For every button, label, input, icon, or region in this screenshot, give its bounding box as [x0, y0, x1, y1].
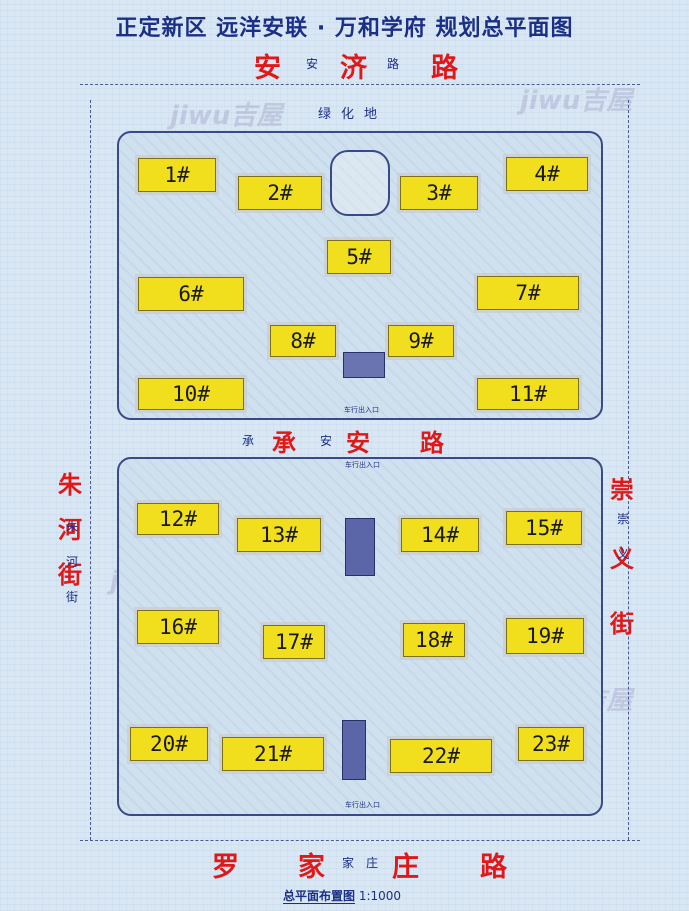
building-8: 8#	[270, 325, 336, 357]
road-luojiazhuang-char-2: 家	[298, 852, 325, 883]
north-block-gatehouse	[343, 352, 385, 378]
building-23: 23#	[518, 727, 584, 761]
road-anji-small-1: 安	[306, 57, 319, 71]
central-plaza	[330, 150, 390, 216]
road-chongyi: 崇 义 街	[610, 470, 634, 639]
page-title: 正定新区 远洋安联 · 万和学府 规划总平面图	[115, 16, 574, 41]
building-3: 3#	[400, 176, 478, 210]
building-10: 10#	[138, 378, 244, 410]
building-22: 22#	[390, 739, 492, 773]
north-block-gate-label: 车行出入口	[344, 406, 379, 414]
road-anji-small-2: 路	[387, 57, 400, 71]
road-chengan-small-1: 承	[242, 434, 255, 448]
building-16: 16#	[137, 610, 219, 644]
road-chongyi-char-2: 义	[610, 545, 634, 573]
building-2: 2#	[238, 176, 322, 210]
road-chongyi-small-1: 崇	[617, 512, 630, 526]
road-luojiazhuang-char-1: 罗	[212, 852, 239, 883]
south-edge-gate-label: 车行出入口	[345, 801, 380, 809]
south-block-clubhouse	[345, 518, 375, 576]
road-edge-line	[90, 100, 91, 840]
road-luojiazhuang-char-3: 庄	[392, 852, 419, 883]
road-chongyi-small-2: 义	[617, 547, 630, 561]
building-9: 9#	[388, 325, 454, 357]
road-zhuhe-small-2: 河	[66, 555, 79, 569]
watermark: jiwu吉屋	[520, 86, 633, 116]
road-edge-line	[80, 840, 640, 841]
road-chengan-char-3: 路	[420, 429, 444, 457]
building-20: 20#	[130, 727, 208, 761]
building-19: 19#	[506, 618, 584, 654]
building-6: 6#	[138, 277, 244, 311]
building-15: 15#	[506, 511, 582, 545]
south-block-gatehouse	[342, 720, 366, 780]
road-chengan-char-2: 安	[346, 429, 370, 457]
road-zhuhe-char-2: 河	[58, 516, 82, 544]
building-13: 13#	[237, 518, 321, 552]
building-4: 4#	[506, 157, 588, 191]
road-chengan-char-1: 承	[272, 429, 296, 457]
road-edge-line	[628, 100, 629, 840]
road-luojiazhuang-small-2: 庄	[366, 856, 379, 870]
road-zhuhe-small-3: 街	[66, 590, 79, 604]
building-14: 14#	[401, 518, 479, 552]
road-luojiazhuang-char-4: 路	[480, 852, 507, 883]
road-zhuhe-small: 朱 河 街	[66, 518, 78, 605]
building-11: 11#	[477, 378, 579, 410]
green-space-label: 绿化地	[318, 107, 388, 122]
plan-caption-scale: 1:1000	[358, 889, 402, 903]
road-zhuhe: 朱 河 街	[58, 465, 82, 590]
road-chongyi-char-3: 街	[610, 610, 634, 638]
building-17: 17#	[263, 625, 325, 659]
road-chengan-small-2: 安	[320, 434, 333, 448]
road-anji-char-1: 安	[254, 53, 281, 84]
building-18: 18#	[403, 623, 465, 657]
road-zhuhe-small-1: 朱	[66, 520, 79, 534]
road-anji-char-3: 路	[431, 53, 458, 84]
building-7: 7#	[477, 276, 579, 310]
building-12: 12#	[137, 503, 219, 535]
road-chongyi-small: 崇 义	[617, 510, 629, 562]
road-luojiazhuang-small-1: 家	[342, 856, 355, 870]
road-chongyi-char-1: 崇	[610, 476, 634, 504]
watermark: jiwu吉屋	[170, 101, 283, 131]
building-1: 1#	[138, 158, 216, 192]
south-block-gate-label: 车行出入口	[345, 461, 380, 469]
road-zhuhe-char-3: 街	[58, 561, 82, 589]
plan-caption: 总平面布置图 1:1000	[283, 887, 401, 904]
building-5: 5#	[327, 240, 391, 274]
road-zhuhe-char-1: 朱	[58, 471, 82, 499]
plan-caption-label: 总平面布置图	[283, 889, 356, 904]
building-21: 21#	[222, 737, 324, 771]
road-edge-line	[80, 84, 640, 85]
road-anji-char-2: 济	[340, 53, 367, 84]
